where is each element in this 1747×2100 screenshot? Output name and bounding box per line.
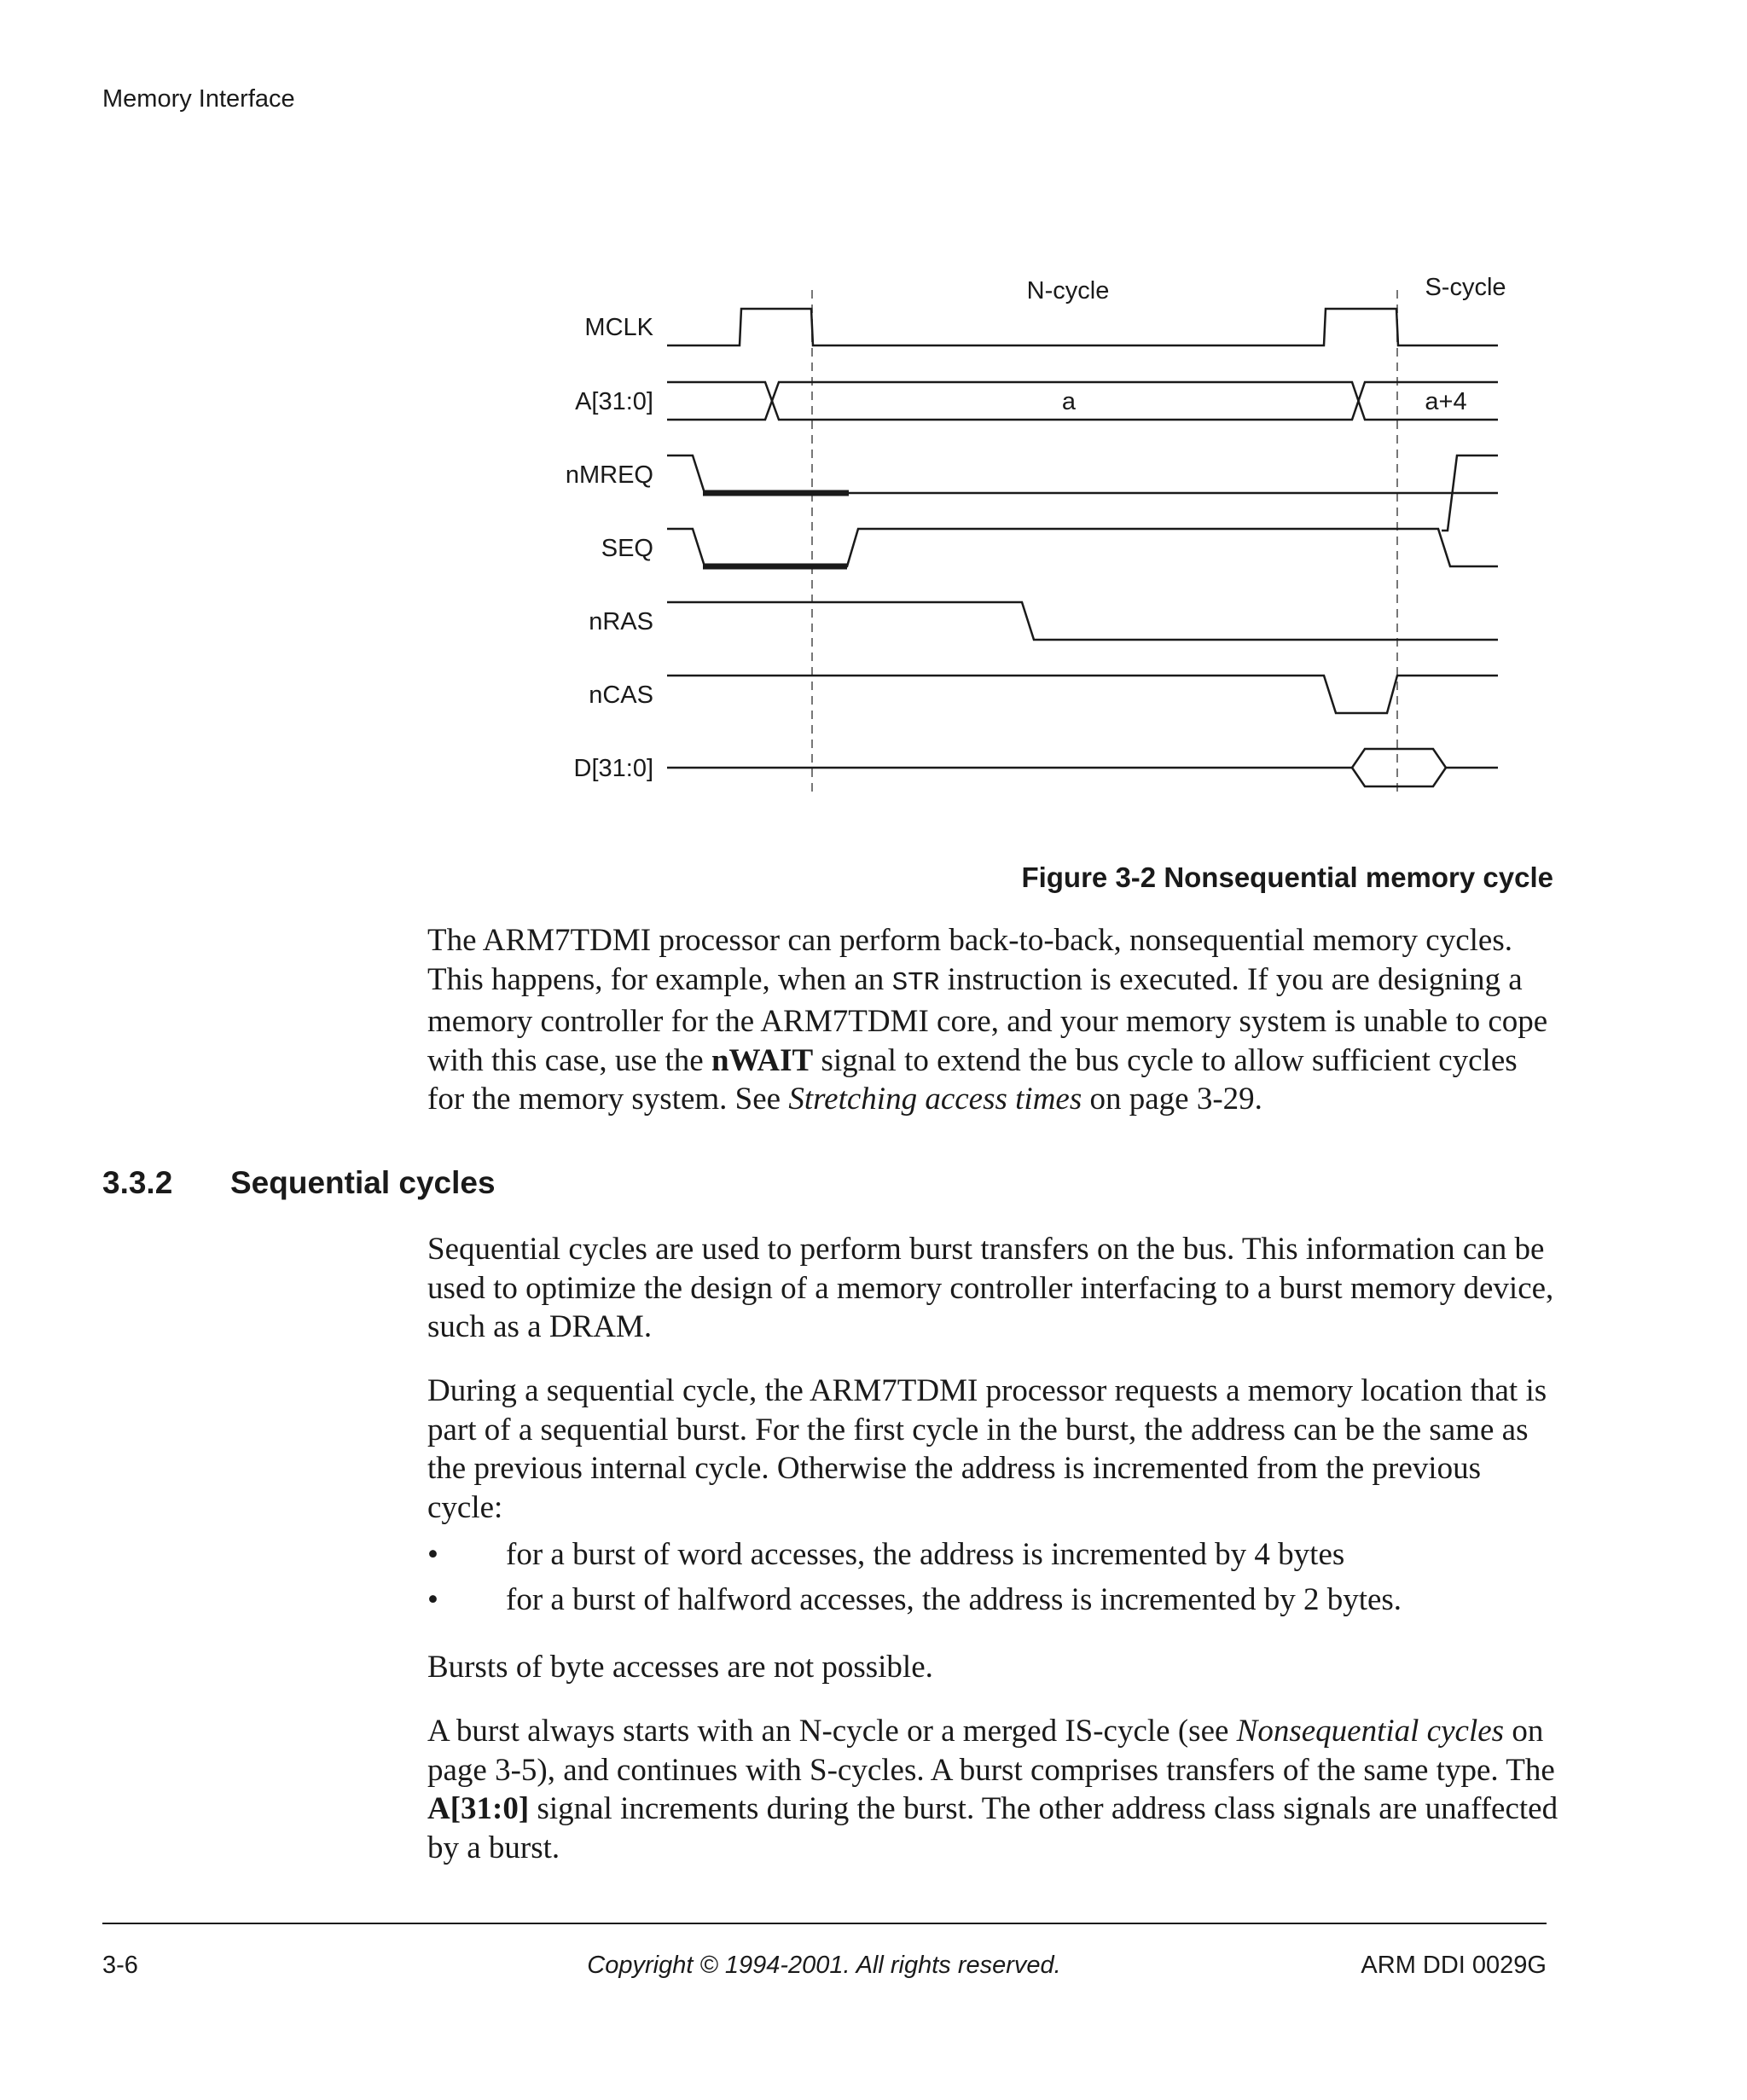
data-bus-waveform xyxy=(667,747,1498,769)
para1-text-4: on page 3-29. xyxy=(1082,1082,1262,1117)
para1-text-2: instruction is executed. If you are desi… xyxy=(427,961,1548,1078)
signal-label-data: D[31:0] xyxy=(574,755,654,782)
list-item-text: for a burst of halfword accesses, the ad… xyxy=(506,1582,1402,1617)
section-title: Sequential cycles xyxy=(230,1165,496,1200)
str-instruction-code: STR xyxy=(891,967,940,998)
paragraph-sequential-detail: During a sequential cycle, the ARM7TDMI … xyxy=(427,1373,1547,1525)
address-value-a: a xyxy=(1062,388,1077,415)
address-bus-waveform xyxy=(667,380,1498,421)
section-heading: 3.3.2 Sequential cycles xyxy=(102,1165,496,1201)
para5-text-2: on page 3-5), and continues with S-cycle… xyxy=(427,1714,1555,1788)
paragraph-byte-bursts: Bursts of byte accesses are not possible… xyxy=(427,1650,933,1685)
signal-label-nras: nRAS xyxy=(589,608,653,635)
running-header: Memory Interface xyxy=(102,85,295,113)
bullet-marker: • xyxy=(427,1582,438,1617)
footer-page-number: 3-6 xyxy=(102,1952,138,1979)
ncas-waveform xyxy=(667,674,1498,715)
signal-label-address: A[31:0] xyxy=(575,388,653,415)
para1-text-3: signal to extend the bus cycle to allow … xyxy=(427,1042,1518,1117)
address-signal-name: A[31:0] xyxy=(427,1791,530,1826)
s-cycle-label: S-cycle xyxy=(1425,274,1506,301)
seq-waveform xyxy=(667,527,1498,568)
signal-label-ncas: nCAS xyxy=(589,682,653,709)
footer-copyright: Copyright © 1994-2001. All rights reserv… xyxy=(587,1952,1061,1979)
list-item: • for a burst of word accesses, the addre… xyxy=(427,1535,1562,1574)
footer-document-id: ARM DDI 0029G xyxy=(1361,1952,1547,1979)
nmreq-waveform xyxy=(1442,454,1498,532)
nwait-signal-name: nWAIT xyxy=(711,1042,814,1078)
section-number: 3.3.2 xyxy=(102,1165,173,1200)
para5-text-3: signal increments during the burst. The … xyxy=(427,1791,1558,1865)
data-bus-waveform xyxy=(1350,767,1448,788)
list-item: • for a burst of halfword accesses, the a… xyxy=(427,1581,1562,1619)
footer-rule xyxy=(102,1923,1547,1924)
paragraph-burst-start: A burst always starts with an N-cycle or… xyxy=(427,1712,1562,1867)
list-item-text: for a burst of word accesses, the addres… xyxy=(506,1537,1345,1572)
stretching-access-times-reference: Stretching access times xyxy=(788,1082,1082,1117)
n-cycle-label: N-cycle xyxy=(1027,277,1110,305)
figure-caption: Figure 3-2 Nonsequential memory cycle xyxy=(1021,861,1553,893)
nmreq-waveform xyxy=(667,454,1498,495)
para1-text-1: The ARM7TDMI processor can perform back-… xyxy=(427,923,1512,997)
mclk-waveform xyxy=(667,307,1498,347)
paragraph-sequential-intro: Sequential cycles are used to perform bu… xyxy=(427,1232,1554,1344)
nonsequential-cycles-reference: Nonsequential cycles xyxy=(1236,1714,1505,1749)
signal-label-nmreq: nMREQ xyxy=(566,461,653,489)
address-value-a-plus-4: a+4 xyxy=(1425,388,1466,415)
timing-diagram: N-cycle S-cycle MCLK A[31:0] nMREQ SEQ n… xyxy=(566,274,1506,793)
paragraph-nonsequential-cycles: The ARM7TDMI processor can perform back-… xyxy=(427,921,1562,1119)
increment-bullet-list: • for a burst of word accesses, the addre… xyxy=(427,1535,1562,1626)
signal-label-mclk: MCLK xyxy=(584,314,653,341)
nras-waveform xyxy=(667,600,1498,641)
address-bus-waveform xyxy=(667,380,1498,421)
signal-label-seq: SEQ xyxy=(601,535,653,562)
bullet-marker: • xyxy=(427,1537,438,1572)
para5-text-1: A burst always starts with an N-cycle or… xyxy=(427,1714,1237,1749)
